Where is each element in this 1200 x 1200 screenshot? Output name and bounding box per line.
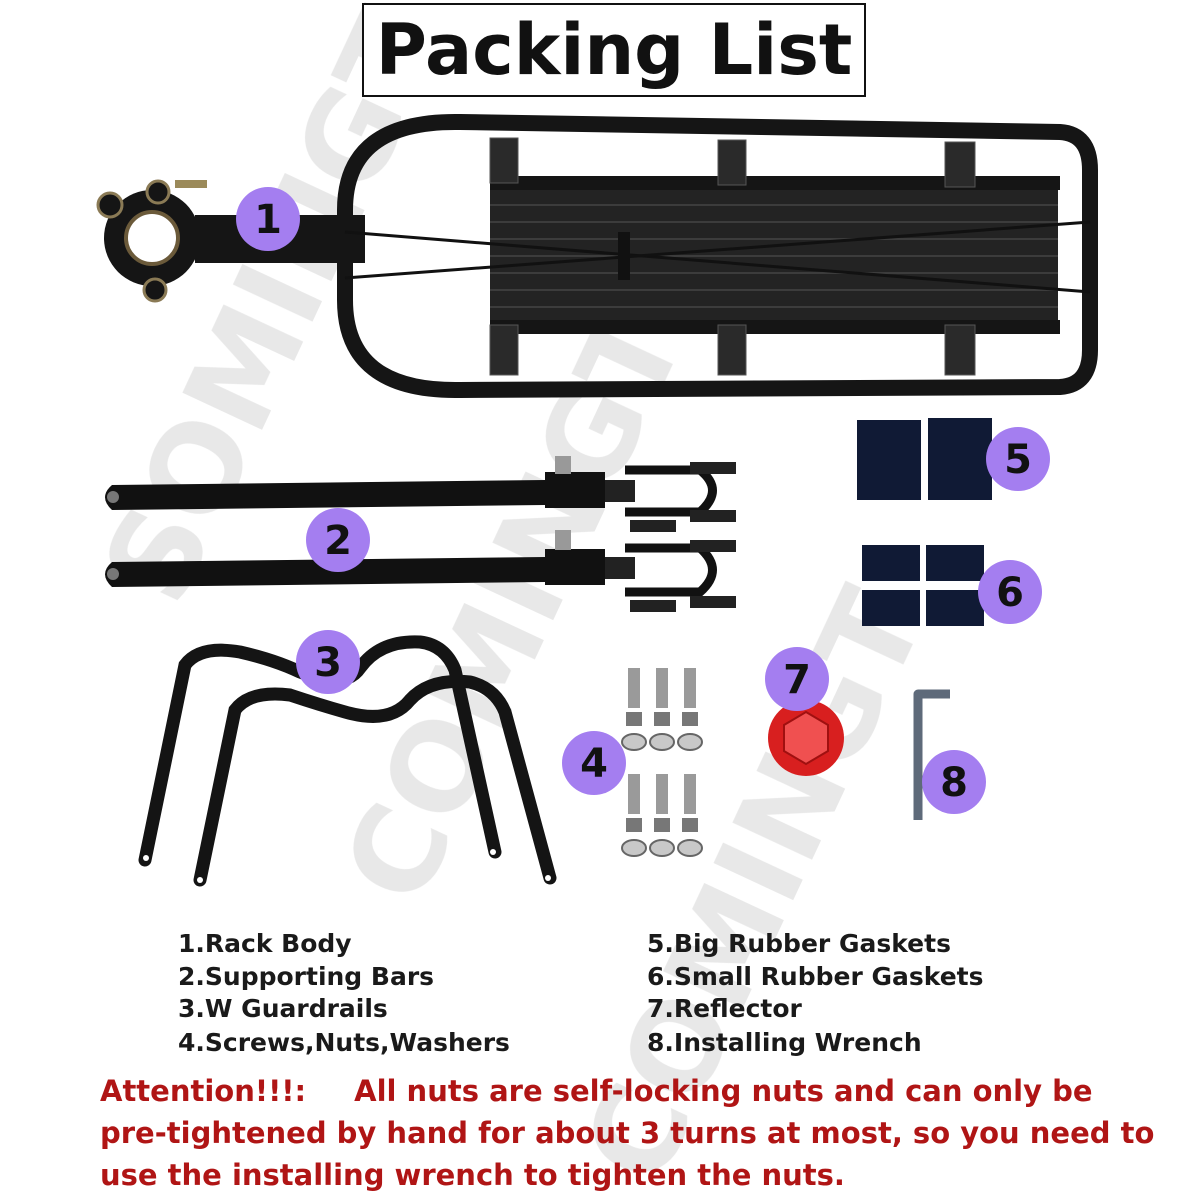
badge-4: 4 <box>562 731 626 795</box>
svg-text:1: 1 <box>254 197 282 243</box>
small-rubber-gaskets <box>862 545 984 626</box>
svg-text:3: 3 <box>314 640 342 686</box>
title-box: Packing List <box>362 3 866 97</box>
badge-8: 8 <box>922 750 986 814</box>
supporting-bars <box>105 456 736 612</box>
badge-5: 5 <box>986 427 1050 491</box>
badge-2: 2 <box>306 508 370 572</box>
svg-text:5: 5 <box>1004 437 1032 483</box>
installing-wrench <box>913 689 950 820</box>
badge-6: 6 <box>978 560 1042 624</box>
item-rack-body: 1.Rack Body <box>178 929 352 958</box>
item-reflector: 7.Reflector <box>647 994 802 1023</box>
item-big-rubber-gaskets: 5.Big Rubber Gaskets <box>647 929 951 958</box>
big-rubber-gaskets <box>857 418 992 500</box>
svg-text:7: 7 <box>783 657 811 703</box>
part-badges: 1 2 3 4 5 6 7 8 <box>236 187 1050 814</box>
item-screws-nuts-washers: 4.Screws,Nuts,Washers <box>178 1028 510 1057</box>
badge-7: 7 <box>765 647 829 711</box>
svg-text:6: 6 <box>996 570 1024 616</box>
attention-note: Attention!!!:All nuts are self-locking n… <box>100 1070 1160 1196</box>
item-supporting-bars: 2.Supporting Bars <box>178 962 435 991</box>
svg-text:2: 2 <box>324 518 352 564</box>
reflector <box>768 700 844 776</box>
item-small-rubber-gaskets: 6.Small Rubber Gaskets <box>647 962 984 991</box>
svg-text:4: 4 <box>580 741 608 787</box>
screws-nuts-washers <box>621 667 703 857</box>
svg-text:8: 8 <box>940 760 968 806</box>
attention-label: Attention!!!: <box>100 1074 307 1108</box>
badge-3: 3 <box>296 630 360 694</box>
badge-1: 1 <box>236 187 300 251</box>
item-installing-wrench: 8.Installing Wrench <box>647 1028 922 1057</box>
item-w-guardrails: 3.W Guardrails <box>178 994 388 1023</box>
page-title: Packing List <box>375 9 853 91</box>
attention-text: All nuts are self-locking nuts and can o… <box>100 1074 1155 1192</box>
